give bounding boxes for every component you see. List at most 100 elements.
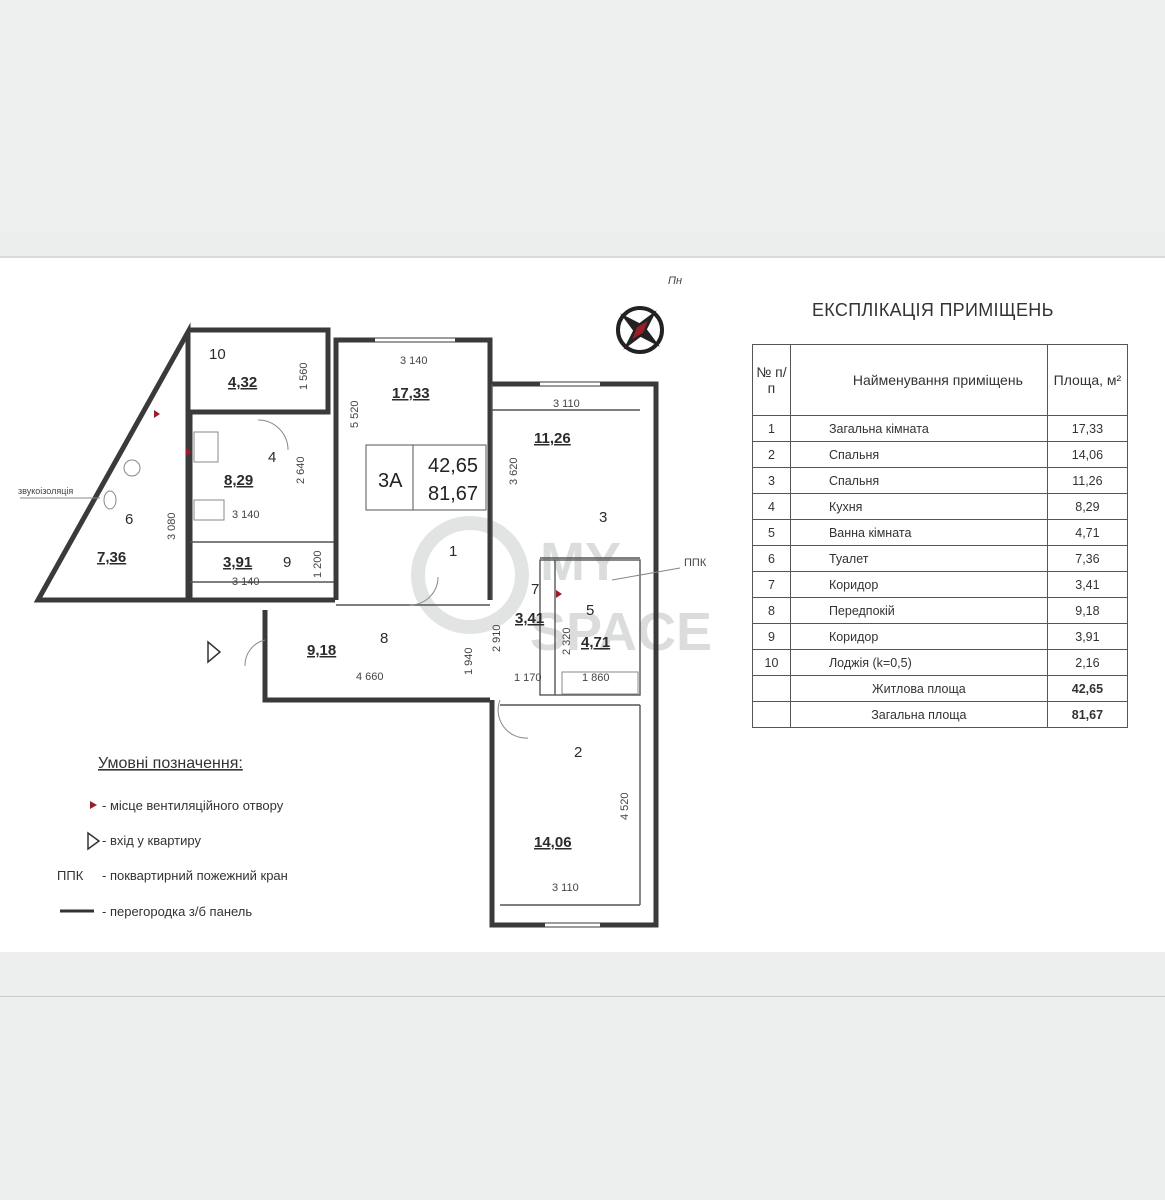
room-area-9: 3,91 [223, 554, 252, 571]
dimension: 5 520 [349, 400, 361, 428]
door-entrance [244, 639, 266, 667]
row-area: 2,16 [1046, 649, 1129, 676]
total-name: Загальна площа [789, 701, 1048, 728]
vent-marker-icon [154, 410, 160, 418]
total-name: Житлова площа [789, 675, 1048, 702]
explication-title: ЕКСПЛІКАЦІЯ ПРИМІЩЕНЬ [812, 300, 1054, 320]
entrance-arrow-icon [207, 640, 222, 664]
room-number-5: 5 [586, 602, 594, 619]
room-area-2: 14,06 [534, 834, 572, 851]
apartment-code: 3А [378, 470, 403, 492]
room-area-8: 9,18 [307, 642, 336, 659]
room-area-3: 11,26 [534, 430, 571, 447]
walls [33, 322, 659, 928]
dimension: 3 140 [232, 576, 260, 588]
kitchen-sink-icon [193, 499, 225, 521]
dimension: 3 140 [400, 355, 428, 367]
row-number: 9 [752, 623, 791, 650]
legend: Умовні позначення: - місце вентиляційног… [57, 755, 288, 919]
room-number-7: 7 [531, 581, 539, 598]
legend-item-panel: - перегородка з/б панель [102, 904, 252, 919]
row-number: 1 [752, 415, 791, 442]
row-number: 3 [752, 467, 791, 494]
legend-title: Умовні позначення: [98, 755, 243, 772]
vent-marker-icon [556, 590, 562, 598]
total-blank [752, 701, 791, 728]
room-number-6: 6 [125, 511, 133, 528]
row-area: 4,71 [1046, 519, 1129, 546]
apartment-label-box [365, 444, 487, 511]
row-name: Туалет [789, 545, 1048, 572]
row-number: 8 [752, 597, 791, 624]
room-area-4: 8,29 [224, 472, 253, 489]
dimension: 1 860 [582, 672, 610, 684]
bottom-divider [0, 996, 1165, 997]
room-number-8: 8 [380, 630, 388, 647]
room-number-2: 2 [574, 744, 582, 761]
sheet-border [0, 256, 1165, 258]
total-blank [752, 675, 791, 702]
row-area: 14,06 [1046, 441, 1129, 468]
row-name: Кухня [789, 493, 1048, 520]
room-number-10: 10 [209, 346, 226, 363]
north-label: Пн [668, 275, 682, 287]
dimension: 2 640 [295, 456, 307, 484]
row-area: 9,18 [1046, 597, 1129, 624]
row-name: Коридор [789, 571, 1048, 598]
row-name: Передпокій [789, 597, 1048, 624]
row-number: 6 [752, 545, 791, 572]
watermark: MY SPACE [411, 516, 712, 662]
header-area: Площа, м² [1046, 344, 1129, 416]
dimension: 2 910 [491, 624, 503, 652]
row-name: Спальня [789, 441, 1048, 468]
room-area-1: 17,33 [392, 385, 430, 402]
dimension: 3 620 [508, 457, 520, 485]
row-number: 5 [752, 519, 791, 546]
dimension: 1 940 [463, 647, 475, 675]
total-area: 81,67 [1046, 701, 1129, 728]
soundproofing-label: звукоізоляція [18, 486, 73, 496]
compass-icon [616, 306, 664, 354]
watermark-line-2: SPACE [530, 602, 712, 662]
row-number: 10 [752, 649, 791, 676]
row-name: Загальна кімната [789, 415, 1048, 442]
bathtub [561, 671, 639, 695]
legend-item-vent: - місце вентиляційного отвору [102, 798, 284, 813]
row-area: 8,29 [1046, 493, 1129, 520]
total-area: 42,65 [1046, 675, 1129, 702]
row-number: 2 [752, 441, 791, 468]
row-area: 3,91 [1046, 623, 1129, 650]
legend-item-fire-hydrant: - поквартирний пожежний кран [102, 868, 288, 883]
apartment-total-area: 81,67 [428, 483, 478, 505]
room-area-10: 4,32 [228, 374, 257, 391]
dimension: 3 110 [552, 882, 579, 894]
room-areas: 17,33 14,06 11,26 8,29 4,71 7,36 3,41 9,… [97, 374, 610, 851]
room-10-wall [190, 327, 331, 415]
dimension: 4 520 [619, 792, 631, 820]
room-number-3: 3 [599, 509, 607, 526]
row-number: 4 [752, 493, 791, 520]
explication-table: № п/п Найменування приміщень Площа, м² 1… [752, 344, 1129, 728]
room-number-4: 4 [268, 449, 276, 466]
dimension: 3 110 [553, 398, 580, 410]
door-room-1 [409, 576, 439, 606]
watermark-logo-icon [411, 516, 529, 634]
room-area-7: 3,41 [515, 610, 544, 627]
row-area: 17,33 [1046, 415, 1129, 442]
room-numbers: 1 2 3 4 5 6 7 8 9 10 [125, 346, 607, 761]
dimension: 4 660 [356, 671, 384, 683]
sink-fixture-icon [103, 490, 117, 510]
kitchen-wall [187, 412, 335, 603]
explication-header-row: № п/п Найменування приміщень Площа, м² [752, 344, 1129, 416]
